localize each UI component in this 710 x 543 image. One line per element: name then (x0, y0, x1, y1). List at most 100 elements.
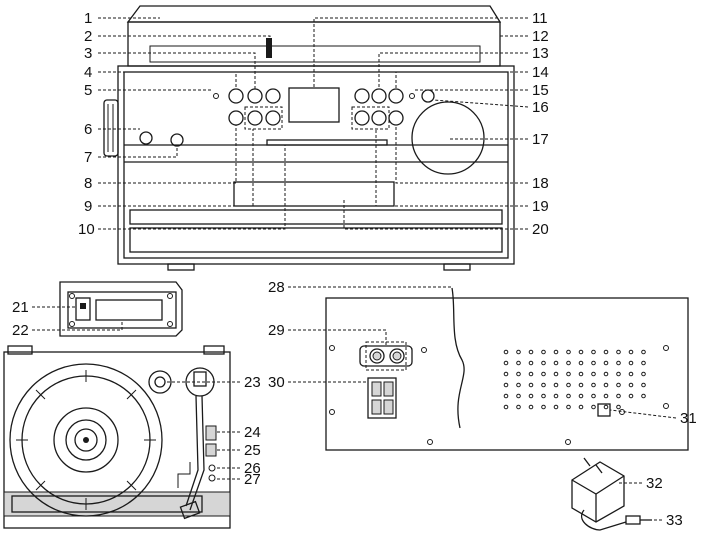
front-callouts-left: 1 2 3 4 5 6 7 8 9 10 (78, 10, 286, 238)
cd-slot (266, 139, 388, 146)
leader-7 (98, 146, 178, 158)
terminal (383, 399, 394, 415)
vent-hole (616, 404, 621, 410)
vent-hole (578, 371, 584, 377)
tuning-knob (411, 101, 485, 175)
foot-right (443, 263, 471, 271)
vent-hole (641, 349, 646, 355)
terminal (383, 381, 394, 397)
leader-31 (609, 409, 677, 419)
eject-button (75, 297, 91, 321)
button-row2-1 (228, 110, 244, 126)
terminal (371, 399, 382, 415)
arm-lift (205, 425, 217, 441)
speed-selector (205, 443, 217, 457)
cassette-door (233, 181, 395, 207)
front-view (103, 5, 515, 271)
button-row2-2 (247, 110, 263, 126)
tone-arm (189, 395, 205, 511)
counterweight-left-core (154, 376, 166, 388)
button-top-6 (388, 88, 404, 104)
button-top-1 (228, 88, 244, 104)
adapter-cable (581, 509, 627, 531)
vent-hole (516, 360, 521, 366)
fm-antenna-wire (451, 287, 465, 429)
lcd-display (288, 87, 340, 123)
vent-hole (553, 382, 559, 388)
vent-hole (516, 382, 521, 388)
vent-hole (566, 393, 571, 399)
vent-hole (616, 382, 621, 388)
callout-29: 29 (268, 322, 285, 339)
cassette-deck-body (59, 281, 183, 337)
vent-hole (578, 393, 584, 399)
dc-plug (625, 515, 641, 525)
leader-20 (343, 200, 528, 230)
rca-panel (359, 345, 413, 367)
tone-arm-edge (185, 395, 199, 507)
top-view: 23 24 25 26 27 (3, 345, 261, 529)
screw (167, 321, 173, 327)
button-row2-3 (265, 110, 281, 126)
vent-hole (641, 393, 646, 399)
vent-hole (578, 382, 584, 388)
vent-hole (516, 349, 521, 355)
leader-22 (32, 320, 123, 331)
callout-21: 21 (12, 299, 29, 316)
rca-jack-right-core (392, 351, 402, 361)
vent-hole (591, 404, 596, 410)
callout-22: 22 (12, 322, 29, 339)
vent-hole (541, 349, 546, 355)
callout-20: 20 (532, 221, 549, 238)
arm-clip (177, 462, 191, 488)
vent-hole (578, 360, 584, 366)
terminal (371, 381, 382, 397)
cartridge (179, 500, 201, 520)
callout-32: 32 (646, 475, 663, 492)
cassette-deck-view: 21 22 (12, 281, 183, 339)
leader-4 (98, 71, 237, 89)
leader-14 (395, 71, 528, 89)
speaker-terminal-block (367, 377, 397, 419)
vent-hole (503, 349, 509, 355)
adapter-top-edge (571, 475, 625, 495)
leader-9 (98, 129, 254, 207)
rear-screw (663, 345, 669, 351)
vent-hole (616, 393, 621, 399)
vent-hole (603, 349, 609, 355)
vent-hole (591, 349, 596, 355)
rear-screw (565, 439, 571, 445)
vent-hole (628, 349, 634, 355)
rear-screw (329, 409, 335, 415)
callout-18: 18 (532, 175, 549, 192)
button-row2-5 (371, 110, 387, 126)
callout-13: 13 (532, 45, 549, 62)
cassette-window (95, 299, 163, 321)
cabinet-inner (123, 71, 509, 259)
vent-hole (566, 382, 571, 388)
callout-4: 4 (84, 64, 92, 81)
screw (69, 293, 75, 299)
vent-hole (553, 404, 559, 410)
foot-left (167, 263, 195, 271)
vent-hole (628, 382, 634, 388)
vent-hole (628, 371, 634, 377)
vent-hole (503, 371, 509, 377)
callout-33: 33 (666, 512, 683, 529)
vent-hole (603, 382, 609, 388)
callout-2: 2 (84, 28, 92, 45)
vent-hole (603, 371, 609, 377)
callout-12: 12 (532, 28, 549, 45)
callout-7: 7 (84, 149, 92, 166)
leader-19 (375, 129, 528, 207)
callout-28: 28 (268, 279, 285, 296)
callout-17: 17 (532, 131, 549, 148)
cover-hinge-strip (149, 45, 481, 63)
vent-hole (541, 371, 546, 377)
vent-hole (566, 371, 571, 377)
aux-in-jack (170, 133, 184, 147)
cabinet-outer (117, 65, 515, 265)
leader-3 (98, 52, 256, 89)
button-row2-4 (354, 110, 370, 126)
